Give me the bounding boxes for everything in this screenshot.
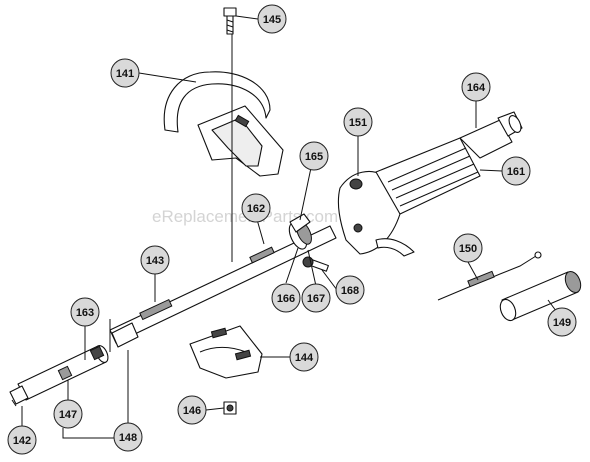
sleeve-part: [499, 270, 582, 322]
screw-part: [223, 7, 237, 35]
callout-144: 144: [289, 342, 319, 372]
shaft-sleeve-part: [111, 322, 139, 348]
callout-141: 141: [110, 58, 140, 88]
callout-163: 163: [70, 297, 100, 327]
loop-handle-part: [163, 71, 284, 177]
callout-151: 151: [343, 107, 373, 137]
callout-163-label: 163: [76, 307, 94, 319]
callout-164-label: 164: [467, 82, 486, 94]
callout-167-label: 167: [307, 293, 325, 305]
callout-165-label: 165: [305, 151, 323, 163]
callout-148: 148: [113, 422, 143, 452]
callout-167: 167: [301, 283, 331, 313]
callout-146-label: 146: [183, 405, 201, 417]
callout-161-label: 161: [507, 166, 525, 178]
callout-150-label: 150: [459, 243, 477, 255]
callout-162: 162: [241, 193, 271, 223]
callout-166-label: 166: [277, 293, 295, 305]
callout-141-label: 141: [116, 68, 134, 80]
callout-148-label: 148: [119, 432, 137, 444]
clamp-part: [288, 213, 312, 250]
callout-144-label: 144: [295, 352, 314, 364]
callout-149: 149: [547, 307, 577, 337]
callout-161: 161: [501, 156, 531, 186]
callout-147-label: 147: [59, 409, 77, 421]
callout-145: 145: [257, 4, 287, 34]
callout-142-label: 142: [13, 435, 31, 447]
coupling-part: [17, 345, 109, 401]
grip-part: [375, 111, 523, 215]
throttle-housing-part: [337, 170, 415, 257]
callout-143: 143: [140, 245, 170, 275]
callout-145-label: 145: [263, 14, 281, 26]
nut-part: [223, 401, 237, 415]
callout-142: 142: [7, 425, 37, 455]
callout-165: 165: [299, 141, 329, 171]
callout-164: 164: [461, 72, 491, 102]
clamp-block-part: [189, 325, 263, 379]
end-fitting-part: [9, 385, 29, 407]
callout-168-label: 168: [341, 285, 359, 297]
bolt-part: [302, 256, 329, 272]
callout-143-label: 143: [146, 255, 164, 267]
callout-168: 168: [335, 275, 365, 305]
callout-149-label: 149: [553, 317, 571, 329]
callout-146: 146: [177, 395, 207, 425]
throttle-cable-part: [437, 251, 542, 301]
callout-147: 147: [53, 399, 83, 429]
callout-150: 150: [453, 233, 483, 263]
callout-151-label: 151: [349, 117, 367, 129]
callout-166: 166: [271, 283, 301, 313]
drive-shaft-part: [109, 225, 337, 344]
callout-162-label: 162: [247, 203, 265, 215]
